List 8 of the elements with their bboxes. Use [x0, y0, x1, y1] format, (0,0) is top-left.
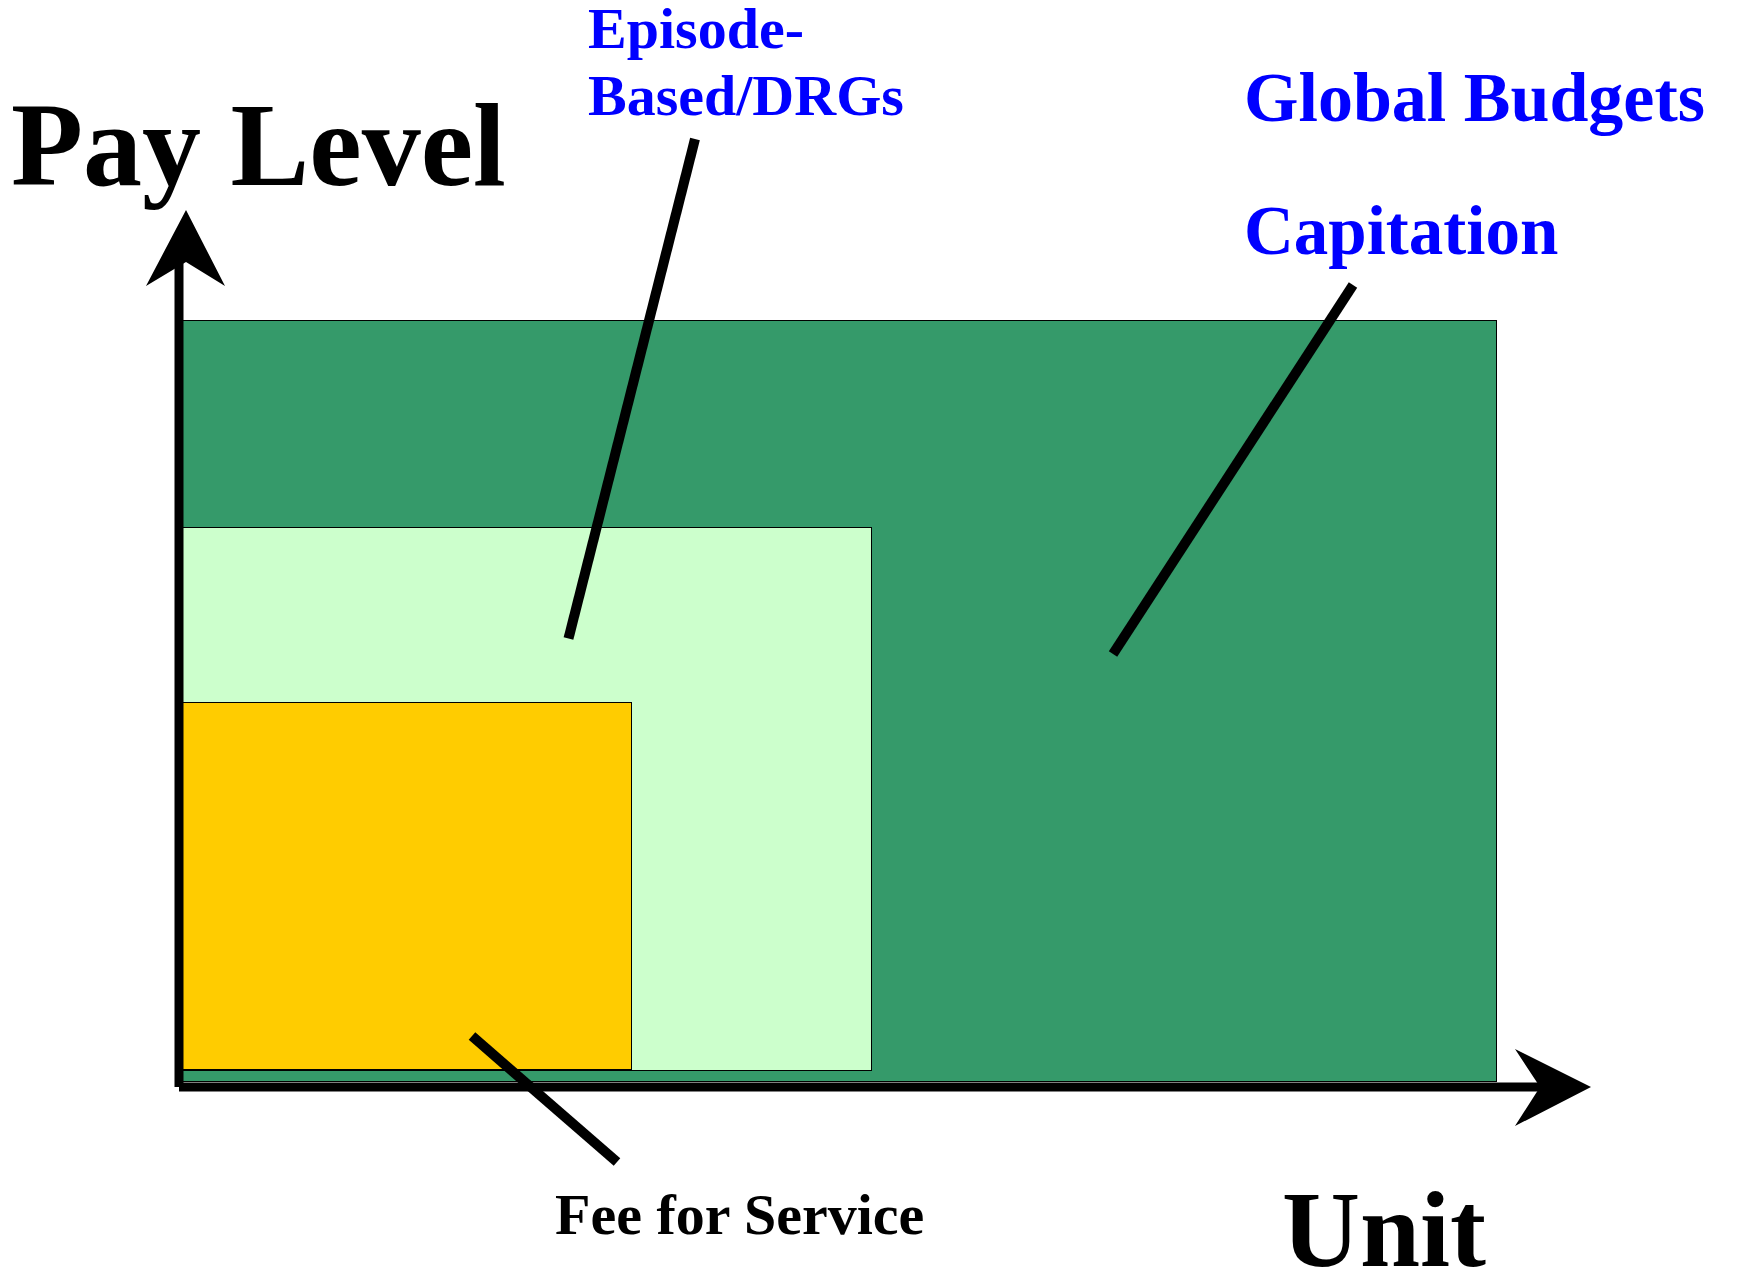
- callout-label: Capitation: [1244, 192, 1559, 272]
- axis-title: Pay Level: [11, 79, 506, 213]
- axis-title: Unit: [1282, 1169, 1487, 1272]
- leader-line: [468, 1032, 621, 1166]
- leader-line: [563, 137, 700, 640]
- callout-label: Fee for Service: [555, 1182, 925, 1249]
- callout-label: Episode- Based/DRGs: [588, 0, 948, 130]
- category-label: Global Budgets: [1244, 58, 1705, 138]
